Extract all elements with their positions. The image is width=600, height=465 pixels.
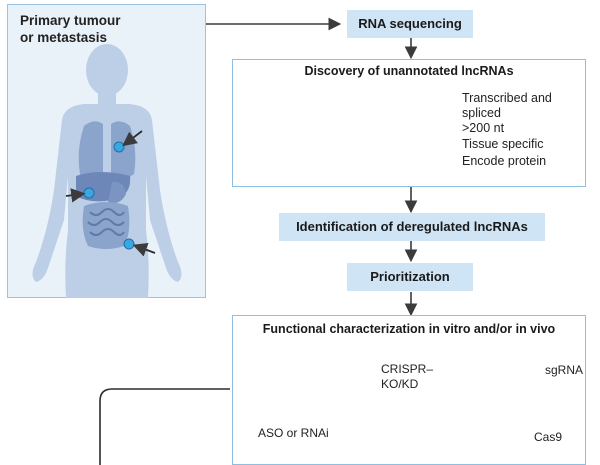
tumour-spot-lung (113, 141, 125, 153)
step-rna-sequencing: RNA sequencing (347, 10, 473, 38)
criterion-spliced: spliced (462, 106, 501, 120)
cas9-label: Cas9 (534, 430, 563, 444)
functional-box (232, 315, 586, 465)
aso-rnai-label: ASO or RNAi (258, 426, 329, 440)
source-panel-title: Primary tumour or metastasis (20, 12, 170, 46)
crispr-label: CRISPR– KO/KD (381, 362, 433, 392)
criterion-length: >200 nt (462, 121, 505, 135)
tumour-spot-colon (123, 238, 135, 250)
crispr-label-line2: KO/KD (381, 377, 419, 391)
criterion-transcribed: Transcribed and (462, 91, 552, 105)
source-title-line2: or metastasis (20, 30, 108, 45)
sgrna-label: sgRNA (545, 363, 584, 377)
source-title-line1: Primary tumour (20, 13, 121, 28)
criterion-tissue-specific: Tissue specific (462, 137, 544, 151)
discovery-title: Discovery of unannotated lncRNAs (304, 64, 514, 78)
criterion-encode-protein: Encode protein (462, 154, 547, 168)
crispr-label-line1: CRISPR– (381, 362, 434, 376)
step-prioritization: Prioritization (347, 263, 473, 291)
functional-title: Functional characterization in vitro and… (262, 322, 556, 336)
output-connector-line (99, 388, 230, 465)
tumour-pointer-arrows (65, 130, 156, 257)
tumour-spot-liver (83, 187, 95, 199)
step-identification: Identification of deregulated lncRNAs (279, 213, 545, 241)
discovery-box (232, 59, 586, 187)
organs-icon (76, 121, 136, 249)
human-body-icon (32, 44, 182, 298)
